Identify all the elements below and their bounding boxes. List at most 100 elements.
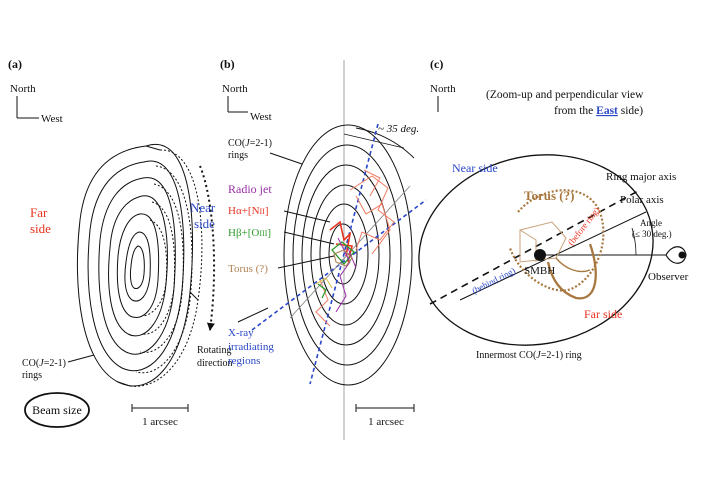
hbeta-b-ion: III xyxy=(259,229,267,238)
hbeta-b-leader xyxy=(283,231,335,245)
compass-a-west: West xyxy=(41,113,63,125)
angle-b-arc xyxy=(355,127,415,159)
radio-jet-label-b: Radio jet xyxy=(228,182,272,196)
axis-dashed-blue-b-2 xyxy=(251,199,427,331)
ring-a-spoke-1 xyxy=(145,145,161,151)
title-c-line2-post: side) xyxy=(618,105,643,117)
smbh-label-c: SMBH xyxy=(524,265,555,277)
torus-b-leader xyxy=(277,255,335,269)
polar-axis-c xyxy=(459,211,647,301)
torus-c-front-2 xyxy=(555,257,591,273)
xray-label-b: X-ray irradiating regions xyxy=(228,327,277,367)
halpha-b-leader xyxy=(283,210,331,223)
ring-a-5 xyxy=(116,213,160,318)
rotating-label-a: Rotating direction xyxy=(197,345,234,369)
co-rings-a-leader xyxy=(67,354,95,363)
angle-c-line1: Angle xyxy=(640,218,662,228)
title-c: (Zoom-up and perpendicular view xyxy=(486,89,644,101)
torus-c-inner-2 xyxy=(519,229,537,262)
halpha-b-close: ] xyxy=(265,205,269,217)
ring-b-4 xyxy=(310,184,380,326)
panel-b: (b) North West ~ 35 deg. xyxy=(220,57,427,440)
torus-c-inner xyxy=(519,221,567,263)
halpha-b-ion: II xyxy=(260,207,266,216)
ring-major-axis-c xyxy=(429,189,641,305)
ring-a-4 xyxy=(108,195,168,337)
co-b-line2: rings xyxy=(228,150,248,161)
ring-b-5 xyxy=(319,203,369,305)
co-rings-a xyxy=(76,143,203,387)
compass-a: North West xyxy=(10,83,63,125)
title-c-line2-pre: from the xyxy=(554,105,596,117)
co-rings-label-a: CO(J=2-1) rings xyxy=(22,358,69,381)
co-rings-a-rest: =2-1) xyxy=(44,358,66,369)
ring-a-7 xyxy=(129,245,145,289)
xray-b-line1: X-ray xyxy=(228,327,254,339)
title-c-line2-east: East xyxy=(596,105,618,117)
hbeta-b-path-2 xyxy=(317,283,327,299)
hbeta-b xyxy=(317,241,355,299)
far-side-label-c: Far side xyxy=(584,307,622,321)
torus-c xyxy=(508,189,605,300)
torus-b-path xyxy=(333,249,353,267)
before-ring-label-c: (before ring) xyxy=(566,205,602,247)
title-c-line1: (Zoom-up and perpendicular view xyxy=(486,89,644,101)
ring-a-spoke-2 xyxy=(117,381,131,387)
angle-marker-b: ~ 35 deg. xyxy=(343,123,419,159)
co-rings-a-pre: CO( xyxy=(22,358,40,369)
scale-bar-b: 1 arcsec xyxy=(355,404,415,428)
scale-bar-b-label: 1 arcsec xyxy=(368,416,404,428)
ring-a-2 xyxy=(87,160,185,372)
radio-jet-b-path-4 xyxy=(315,279,331,327)
beam-ellipse-a xyxy=(24,392,90,428)
compass-a-north: North xyxy=(10,83,36,95)
compass-b-west: West xyxy=(250,111,272,123)
eye-icon-outline xyxy=(665,246,687,264)
near-side-label-c: Near side xyxy=(452,161,498,175)
ring-b-6 xyxy=(328,223,358,285)
ring-a-6 xyxy=(124,231,151,302)
angle-label-c: Angle (≤ 30 deg.) xyxy=(632,218,672,239)
ring-major-axis-label-c: Ring major axis xyxy=(606,171,676,183)
title-c-2: from the East side) xyxy=(554,105,643,117)
axis-dashed-blue-b-1 xyxy=(309,123,379,385)
radio-jet-b-path-2 xyxy=(355,195,391,255)
panel-a-label: (a) xyxy=(8,57,22,71)
xray-b-line3: regions xyxy=(228,355,260,367)
ring-a-3 xyxy=(98,177,176,355)
near-side-a-line2: side xyxy=(194,216,215,231)
compass-c: North xyxy=(430,83,456,112)
torus-c-outer xyxy=(508,189,605,292)
ring-a-dashed-1 xyxy=(135,165,193,374)
xray-b-leader xyxy=(237,307,269,323)
eye-icon xyxy=(665,246,687,264)
ring-a-1-back xyxy=(129,149,203,387)
co-b-pre: CO( xyxy=(228,138,246,149)
yellow-b-path xyxy=(315,277,333,289)
halpha-label-b: Hα+[NII] xyxy=(228,205,269,217)
co-b-j: J xyxy=(245,138,250,149)
halpha-b-main: Hα+[N xyxy=(228,205,260,217)
hbeta-b-path-1 xyxy=(331,241,355,266)
eye-icon-pupil xyxy=(678,251,686,259)
angle-b-label: ~ 35 deg. xyxy=(378,123,419,135)
scale-bar-a: 1 arcsec xyxy=(131,404,189,428)
innermost-c-post: =2-1) ring xyxy=(541,350,582,361)
scale-bar-a-label: 1 arcsec xyxy=(142,416,178,428)
hbeta-b-main: Hβ+[O xyxy=(228,227,259,239)
far-side-label-a: Far side xyxy=(30,205,51,236)
angle-arc-c xyxy=(631,227,637,256)
co-rings-a-j: J xyxy=(39,358,44,369)
halpha-b-path-1 xyxy=(329,220,352,257)
torus-b xyxy=(333,249,353,267)
compass-c-north: North xyxy=(430,83,456,95)
beam-size-label-a: Beam size xyxy=(32,403,82,417)
co-rings-a-line2: rings xyxy=(22,370,42,381)
near-side-a-line1: Near xyxy=(190,200,216,215)
ring-b-2 xyxy=(292,144,402,366)
ring-a-spoke-3 xyxy=(189,291,199,301)
innermost-ring-label-c: Innermost CO(J=2-1) ring xyxy=(476,350,582,361)
torus-c-front xyxy=(546,243,597,300)
innermost-ring-c xyxy=(418,154,654,346)
